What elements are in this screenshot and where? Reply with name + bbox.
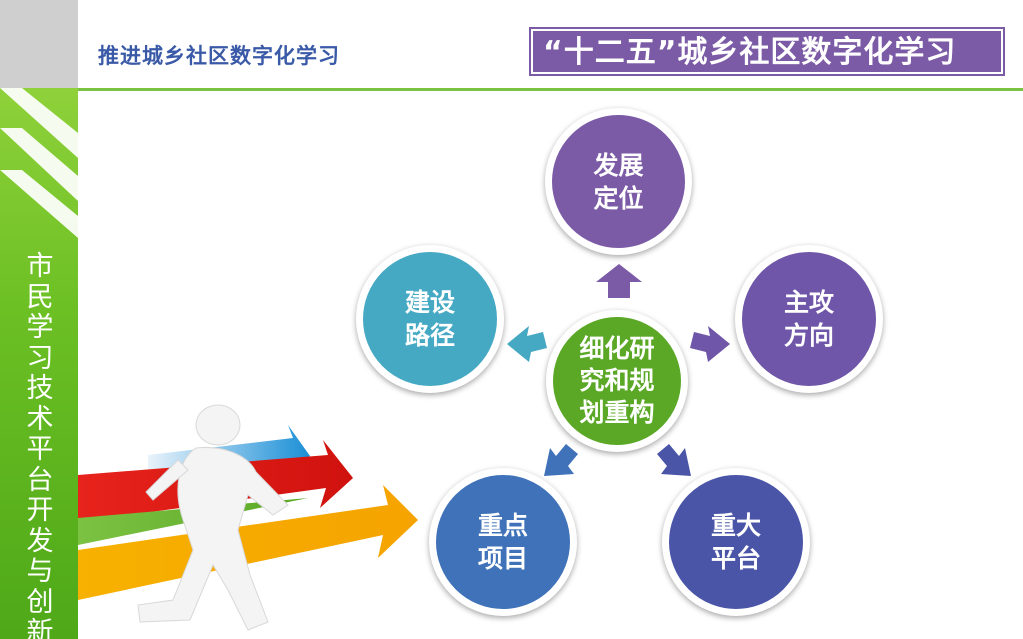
center-line-1: 细化研 [579, 334, 655, 363]
center-circle: 细化研 究和规 划重构 [546, 310, 688, 452]
top-line-1: 发展 [593, 150, 644, 180]
arrow-up-icon [596, 264, 642, 298]
bottom-right-line-2: 平台 [710, 544, 761, 573]
top-line-2: 定位 [593, 183, 644, 213]
center-line-2: 究和规 [579, 366, 655, 395]
bottom-right-line-1: 重大 [710, 511, 761, 540]
arrow-left-icon [507, 326, 547, 362]
left-line-2: 路径 [404, 321, 455, 350]
circle-bottom-left: 重点 项目 [429, 468, 577, 616]
sidebar: 市民学习技术平台开发与创新 [0, 0, 78, 639]
circle-right: 主攻 方向 [735, 245, 883, 393]
circle-left: 建设 路径 [356, 245, 504, 393]
arrow-right-icon [690, 326, 730, 362]
arrow-down-right-icon [657, 444, 691, 476]
bottom-left-line-1: 重点 [477, 511, 528, 540]
sidebar-top-block [0, 0, 78, 88]
arrow-down-left-icon [544, 444, 578, 476]
sidebar-vertical-title: 市民学习技术平台开发与创新 [26, 251, 54, 639]
sidebar-stripes-decoration [0, 88, 78, 238]
header-divider [78, 88, 1023, 91]
left-line-1: 建设 [404, 288, 455, 317]
page-title: 推进城乡社区数字化学习 [98, 44, 340, 68]
right-line-1: 主攻 [783, 288, 834, 317]
center-line-3: 划重构 [579, 398, 655, 427]
runner-with-arrows-illustration [78, 404, 418, 631]
circle-bottom-right: 重大 平台 [662, 468, 810, 616]
bottom-left-line-2: 项目 [477, 544, 528, 573]
right-line-2: 方向 [783, 321, 834, 350]
banner-title: “十二五”城乡社区数字化学习 [531, 29, 1003, 74]
circle-top: 发展 定位 [545, 108, 692, 255]
